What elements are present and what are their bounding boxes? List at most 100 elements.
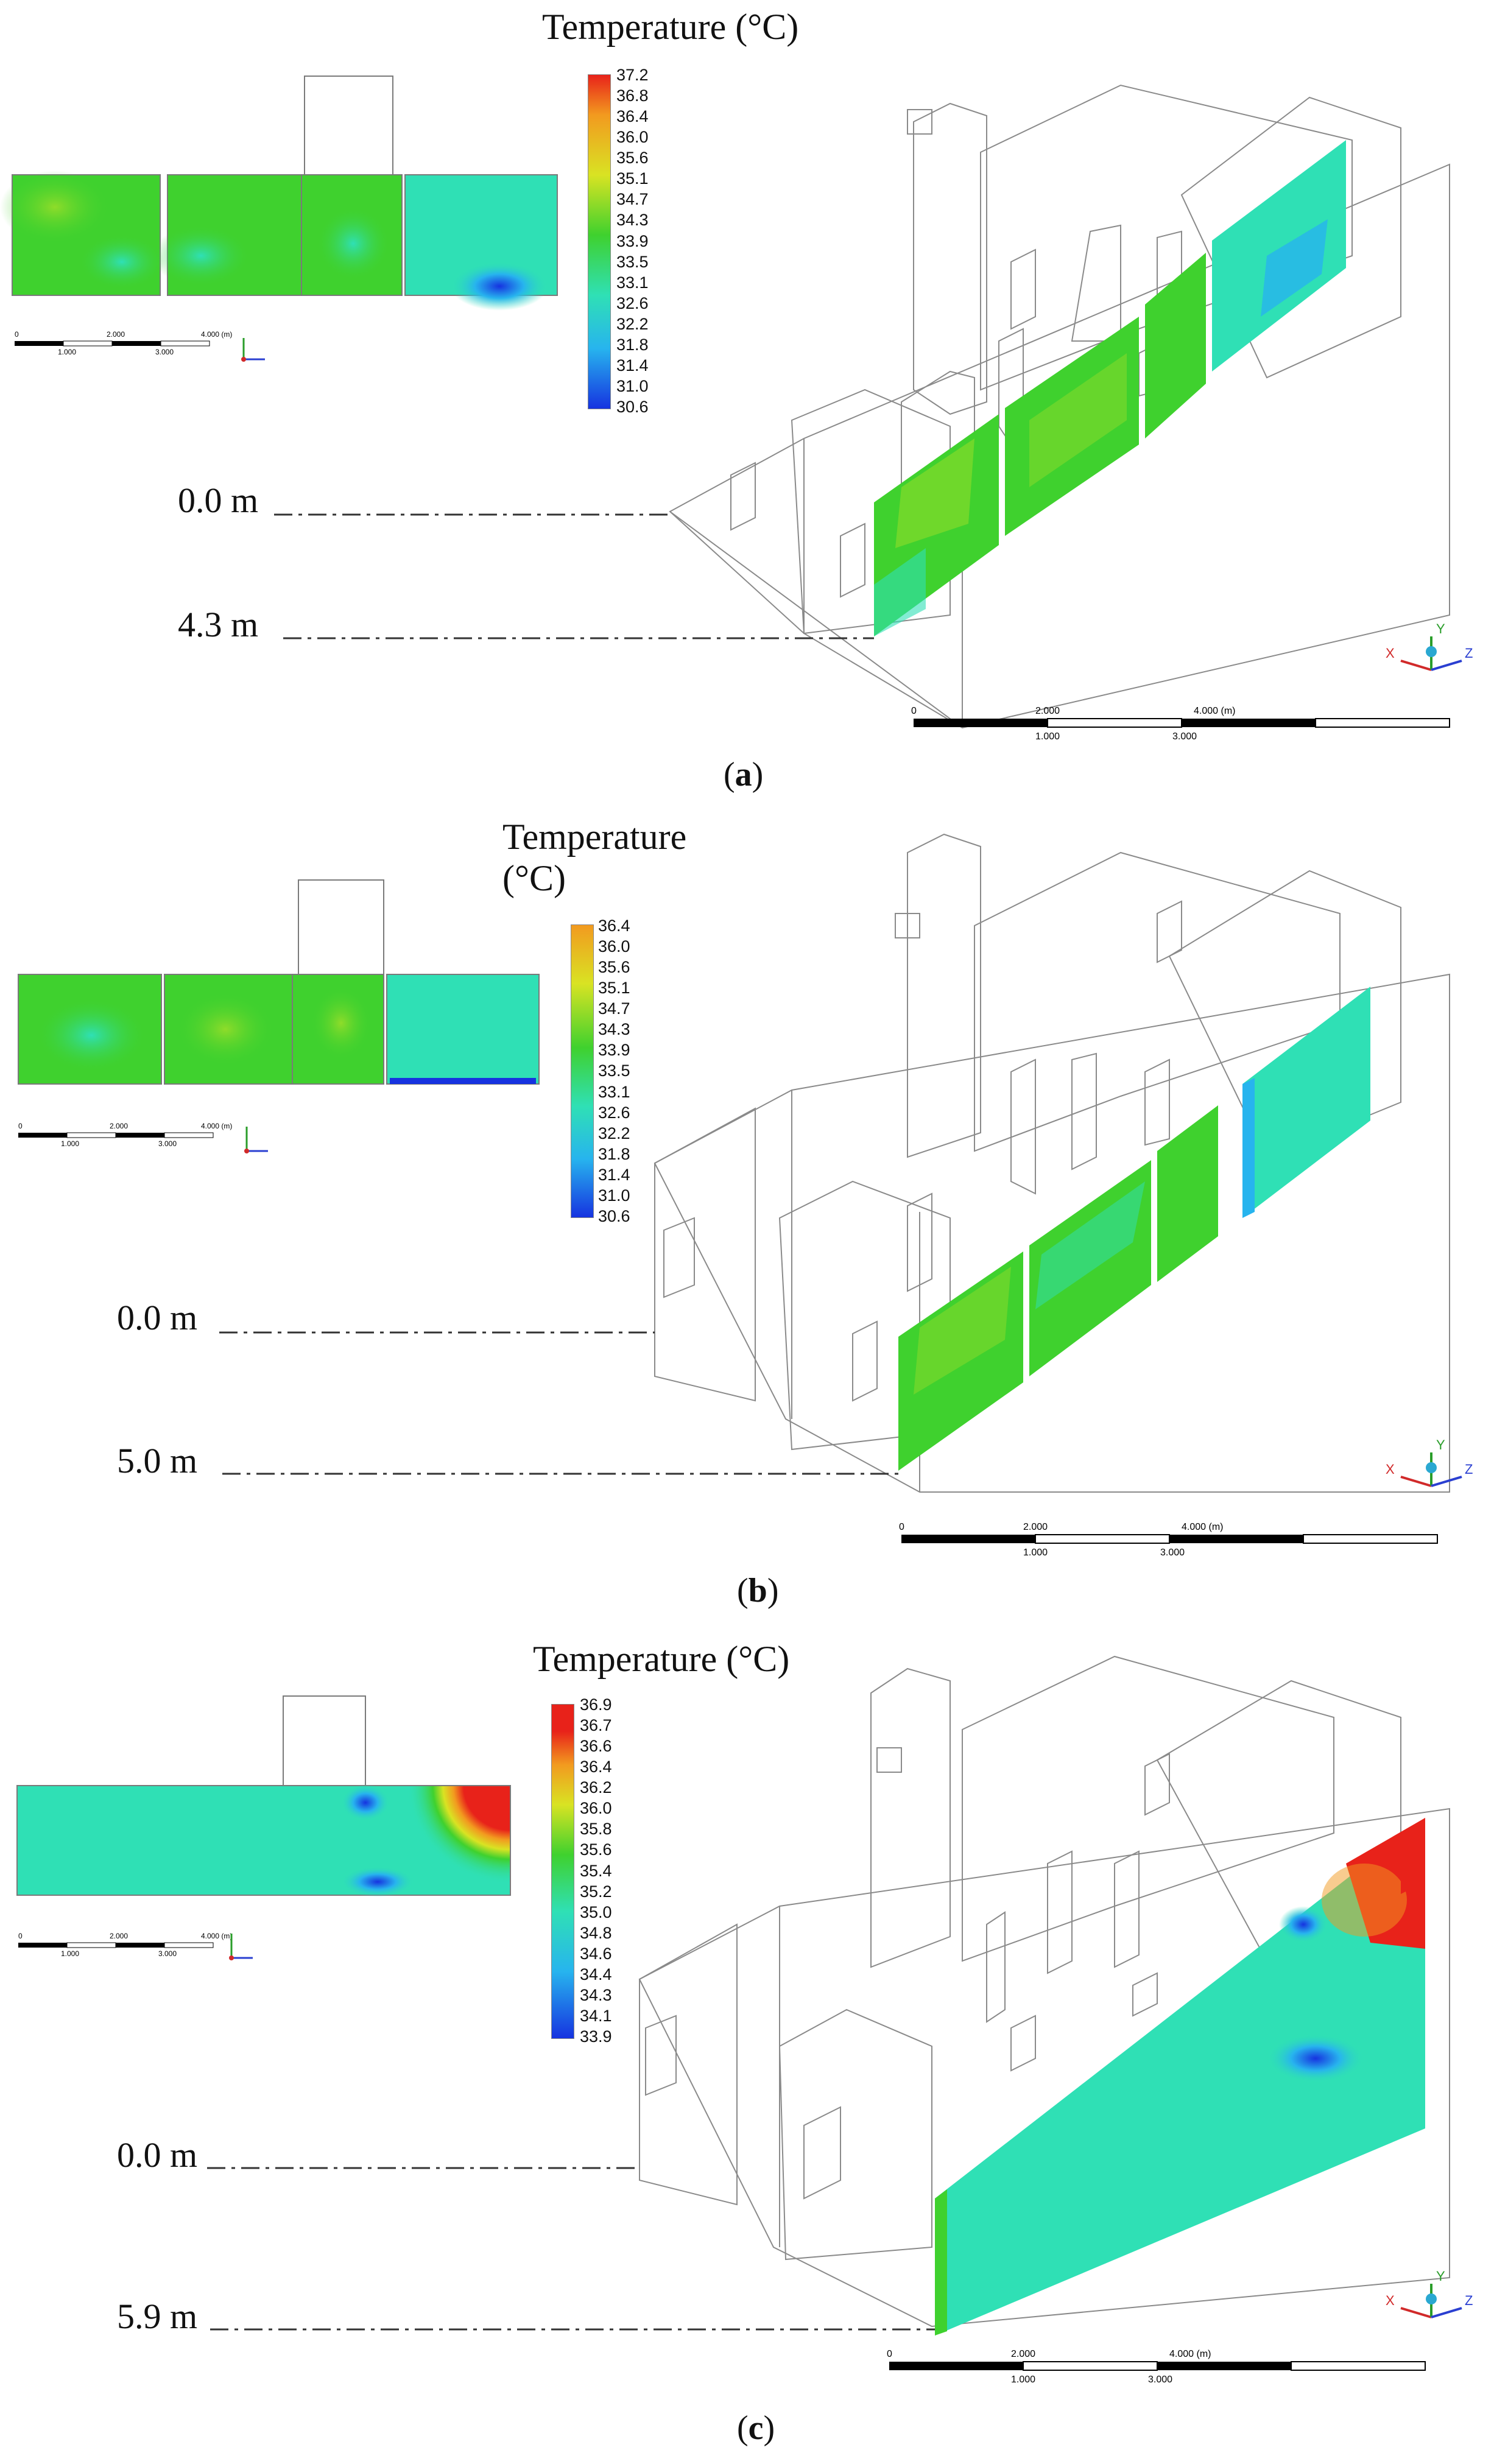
scale-label: 3.000 [1172, 731, 1197, 742]
colorbar-tick-label: 31.4 [616, 356, 649, 375]
colorbar-tick-label: 35.6 [598, 958, 630, 977]
dimension-label-top: 0.0 m [178, 480, 259, 520]
panel-caption: (c) [737, 2409, 775, 2447]
mini-scale-label: 1.000 [61, 1949, 79, 1958]
mini-scale-bar-c: 0 2.000 4.000 (m) 1.000 3.000 [18, 1932, 232, 1958]
mini-scale-label: 2.000 [110, 1932, 128, 1940]
dimension-label-top: 0.0 m [117, 2135, 198, 2175]
colorbar-tick-label: 34.1 [580, 2006, 612, 2025]
colorbar-tick-label: 36.4 [598, 917, 630, 935]
scale-label: 0 [911, 706, 917, 716]
colorbar-tick-label: 31.4 [598, 1165, 630, 1184]
colorbar-tick-label: 31.0 [598, 1186, 630, 1205]
colorbar-tick-label: 34.3 [616, 211, 649, 230]
colorbar-tick-label: 34.4 [580, 1965, 612, 1984]
colorbar-tick-label: 35.4 [580, 1861, 612, 1880]
colorbar [588, 74, 611, 409]
panel-b: 0 2.000 4.000 (m) 1.000 3.000 [18, 833, 1473, 1558]
axis-y-label: Y [1436, 2269, 1445, 2284]
colorbar-tick-label: 35.6 [616, 149, 649, 167]
mini-scale-label: 3.000 [158, 1139, 177, 1148]
scale-label: 3.000 [1160, 1547, 1185, 1558]
colorbar-tick-label: 34.8 [580, 1923, 612, 1942]
axis-y-label: Y [1436, 1437, 1445, 1452]
mini-scale-label: 1.000 [58, 348, 76, 356]
section-strip-c [16, 1695, 511, 1897]
colorbar-tick-label: 31.8 [598, 1144, 630, 1163]
colorbar-tick-label: 34.7 [616, 190, 649, 209]
axis-x-label: X [1386, 1462, 1395, 1477]
mini-scale-label: 2.000 [110, 1122, 128, 1130]
colorbar-tick-label: 36.7 [580, 1716, 612, 1735]
scale-label: 1.000 [1011, 2374, 1035, 2385]
scale-label: 1.000 [1023, 1547, 1048, 1558]
cfd-slice-b [898, 987, 1370, 1471]
axis-z-label: Z [1465, 646, 1473, 661]
mini-scale-label: 4.000 (m) [201, 330, 232, 339]
scale-label: 2.000 [1023, 1522, 1048, 1532]
colorbar-tick-label: 35.8 [580, 1820, 612, 1839]
mini-scale-label: 3.000 [158, 1949, 177, 1958]
colorbar-tick-label: 36.2 [580, 1778, 612, 1797]
wireframe-building-b [654, 833, 1450, 1493]
colorbar-tick-label: 31.0 [616, 376, 649, 395]
dimension-label-bottom: 4.3 m [178, 605, 259, 644]
scale-bar-a: 0 2.000 4.000 (m) 1.000 3.000 [911, 706, 1450, 742]
colorbar [571, 924, 594, 1218]
dimension-label-bottom: 5.9 m [117, 2297, 198, 2336]
colorbar-tick-label: 37.2 [616, 66, 649, 84]
wireframe-building-c [638, 1655, 1450, 2328]
scale-label: 1.000 [1035, 731, 1060, 742]
colorbar-tick-label: 34.7 [598, 999, 630, 1018]
axis-z-label: Z [1465, 2293, 1473, 2308]
colorbar-tick-label: 30.6 [616, 398, 649, 416]
axis-triad-b: X Y Z [1386, 1437, 1473, 1487]
mini-scale-label: 1.000 [61, 1139, 79, 1148]
cfd-slice-c [935, 1818, 1425, 2336]
colorbar-tick-label: 36.4 [616, 107, 649, 126]
colorbar-tick-label: 35.6 [580, 1840, 612, 1859]
axis-triad-c: X Y Z [1386, 2269, 1473, 2318]
colorbar-tick-label: 33.9 [616, 231, 649, 250]
mini-scale-label: 2.000 [107, 330, 125, 339]
mini-scale-bar-b: 0 2.000 4.000 (m) 1.000 3.000 [18, 1122, 232, 1148]
colorbar [551, 1704, 574, 2039]
mini-axis-triad-b [244, 1127, 268, 1153]
colorbar-tick-label: 33.1 [598, 1082, 630, 1101]
scale-label: 4.000 (m) [1169, 2349, 1211, 2359]
colorbar-tick-label: 33.9 [580, 2027, 612, 2046]
section-strip-a [0, 76, 558, 311]
colorbar-tick-label: 36.0 [598, 937, 630, 956]
colorbar-tick-label: 36.9 [580, 1695, 612, 1714]
colorbar-tick-label: 34.6 [580, 1944, 612, 1963]
scale-bar-b: 0 2.000 4.000 (m) 1.000 3.000 [899, 1522, 1438, 1558]
colorbar-tick-label: 36.8 [616, 86, 649, 105]
dimension-label-top: 0.0 m [117, 1298, 198, 1337]
axis-x-label: X [1386, 646, 1395, 661]
mini-axis-triad-c [229, 1934, 253, 1960]
colorbar-tick-label: 31.8 [616, 335, 649, 354]
section-strip-b [18, 879, 540, 1085]
colorbar-tick-label: 36.0 [580, 1799, 612, 1818]
legend-title: Temperature (°C) [542, 7, 799, 47]
mini-scale-label: 0 [18, 1122, 23, 1130]
colorbar-tick-label: 32.6 [598, 1103, 630, 1122]
colorbar-tick-label: 34.3 [598, 1020, 630, 1039]
panel-c: 0 2.000 4.000 (m) 1.000 3.000 [16, 1655, 1473, 2385]
scale-label: 0 [899, 1522, 904, 1532]
cfd-slice-a [874, 140, 1346, 636]
panel-a: 0 2.000 4.000 (m) 1.000 3.000 [0, 76, 1473, 742]
mini-axis-triad-a [241, 338, 265, 362]
colorbar-tick-label: 32.2 [598, 1124, 630, 1142]
colorbar-tick-label: 35.1 [598, 979, 630, 998]
colorbar-tick-label: 36.0 [616, 128, 649, 147]
colorbar-tick-label: 35.2 [580, 1882, 612, 1901]
mini-scale-label: 4.000 (m) [201, 1122, 232, 1130]
axis-z-label: Z [1465, 1462, 1473, 1477]
axis-y-label: Y [1436, 621, 1445, 636]
scale-label: 4.000 (m) [1182, 1522, 1223, 1532]
scale-label: 2.000 [1035, 706, 1060, 716]
colorbar-tick-label: 30.6 [598, 1206, 630, 1225]
